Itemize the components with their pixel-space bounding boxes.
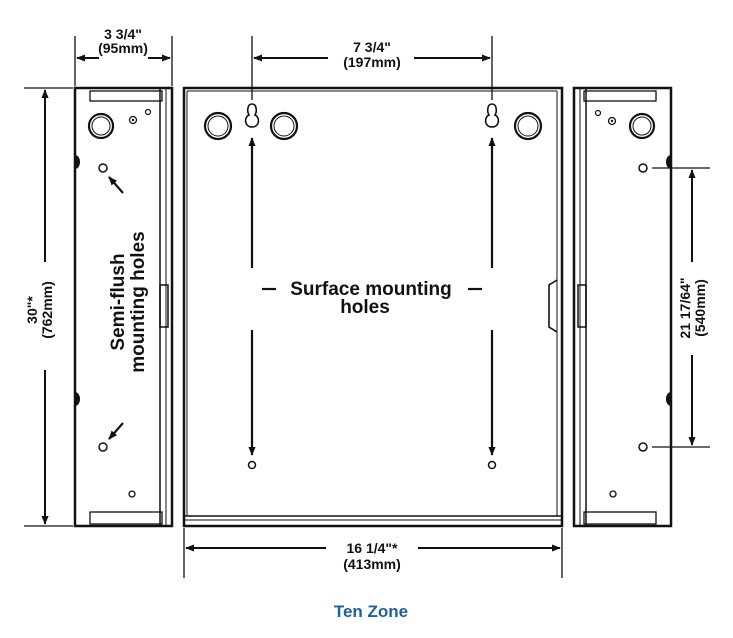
pointer-arrow-top: [108, 176, 124, 194]
keyhole-spacing-imperial: 7 3/4": [353, 39, 391, 55]
semi-flush-hole-top-left: [98, 163, 108, 173]
height-imperial: 30"*: [24, 296, 40, 324]
semi-flush-hole-bottom-left: [98, 442, 108, 452]
left-side-view: [73, 86, 174, 528]
semi-flush-hole-bottom-right: [638, 442, 648, 452]
keyhole-right: [484, 103, 500, 128]
dimension-side-depth: 3 3/4" (95mm): [74, 26, 173, 86]
surface-hole-left: [247, 460, 257, 470]
keyhole-left: [244, 103, 260, 128]
keyhole-spacing-metric: (197mm): [343, 54, 401, 70]
right-side-view: [572, 86, 673, 528]
side-depth-imperial: 3 3/4": [104, 26, 142, 42]
surface-mounting-label-line1: Surface mounting: [290, 279, 452, 300]
dimension-width: 16 1/4"* (413mm): [183, 528, 563, 578]
surface-hole-right: [487, 460, 497, 470]
diagram-caption: Ten Zone: [334, 602, 408, 621]
height-metric: (762mm): [39, 281, 55, 339]
width-metric: (413mm): [343, 556, 401, 572]
pointer-arrow-bottom: [108, 422, 124, 440]
dimension-semi-flush-spacing: 21 17/64" (540mm): [652, 167, 710, 448]
semi-flush-label-line1: Semi-flush: [108, 253, 129, 350]
front-view: [182, 86, 564, 528]
dimension-keyhole-spacing: 7 3/4" (197mm): [251, 36, 493, 100]
semi-flush-label-line2: mounting holes: [128, 231, 149, 372]
dimension-height: 30"* (762mm): [24, 87, 73, 527]
width-imperial: 16 1/4"*: [346, 540, 398, 556]
semi-flush-spacing-imperial: 21 17/64": [677, 277, 693, 338]
semi-flush-spacing-metric: (540mm): [692, 279, 708, 337]
side-depth-metric: (95mm): [98, 40, 148, 56]
surface-mounting-label-line2: holes: [340, 297, 390, 318]
semi-flush-hole-top-right: [638, 163, 648, 173]
